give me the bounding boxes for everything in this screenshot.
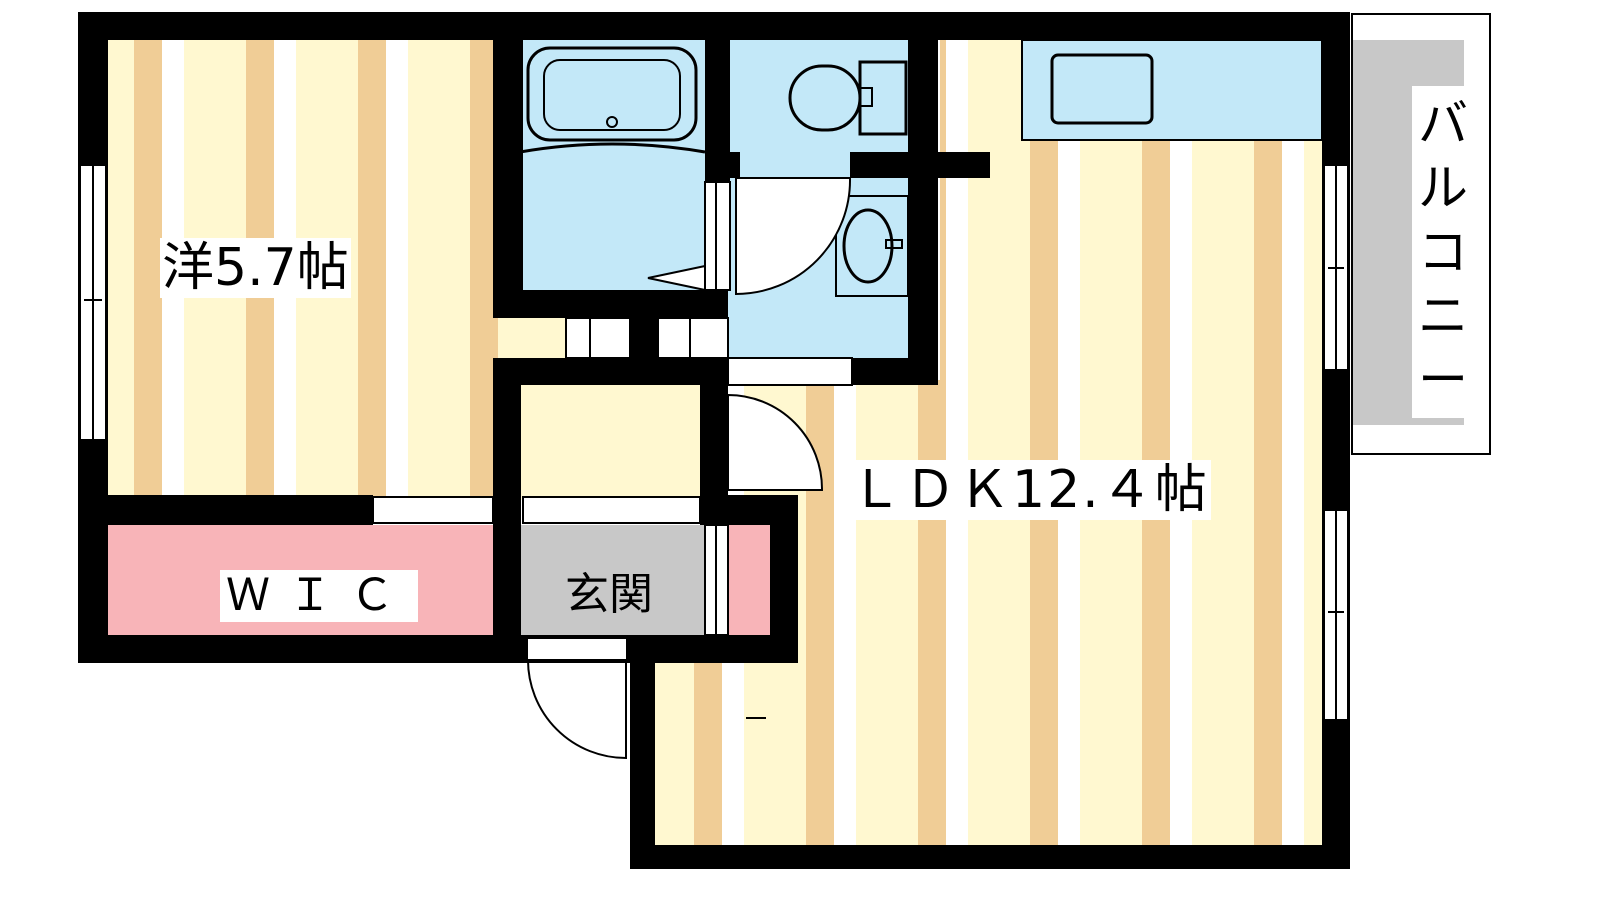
entrance-door-swing[interactable]: [526, 659, 627, 760]
wic-label: ＷＩＣ: [220, 570, 418, 622]
drain-icon: [606, 116, 618, 128]
bathtub-icon: [526, 46, 698, 142]
washroom-door-swing[interactable]: [735, 177, 852, 296]
sink-icon: [1050, 53, 1154, 125]
shoe-closet: [728, 525, 778, 640]
ldk-floor-lower: [728, 380, 1325, 845]
western-room-label: 洋5.7帖: [160, 238, 351, 298]
ldk-door-swing[interactable]: [727, 393, 824, 491]
ldk-room-label: ＬＤＫ12.４帖: [848, 460, 1211, 520]
balcony-label: バルコニー: [1412, 86, 1474, 418]
balcony-railing: [1351, 13, 1491, 455]
entrance-label: 玄関: [563, 569, 655, 620]
bath-door-line: [519, 142, 706, 154]
ldk-floor-bottom: [655, 655, 805, 845]
bathroom-floor: [520, 40, 705, 290]
